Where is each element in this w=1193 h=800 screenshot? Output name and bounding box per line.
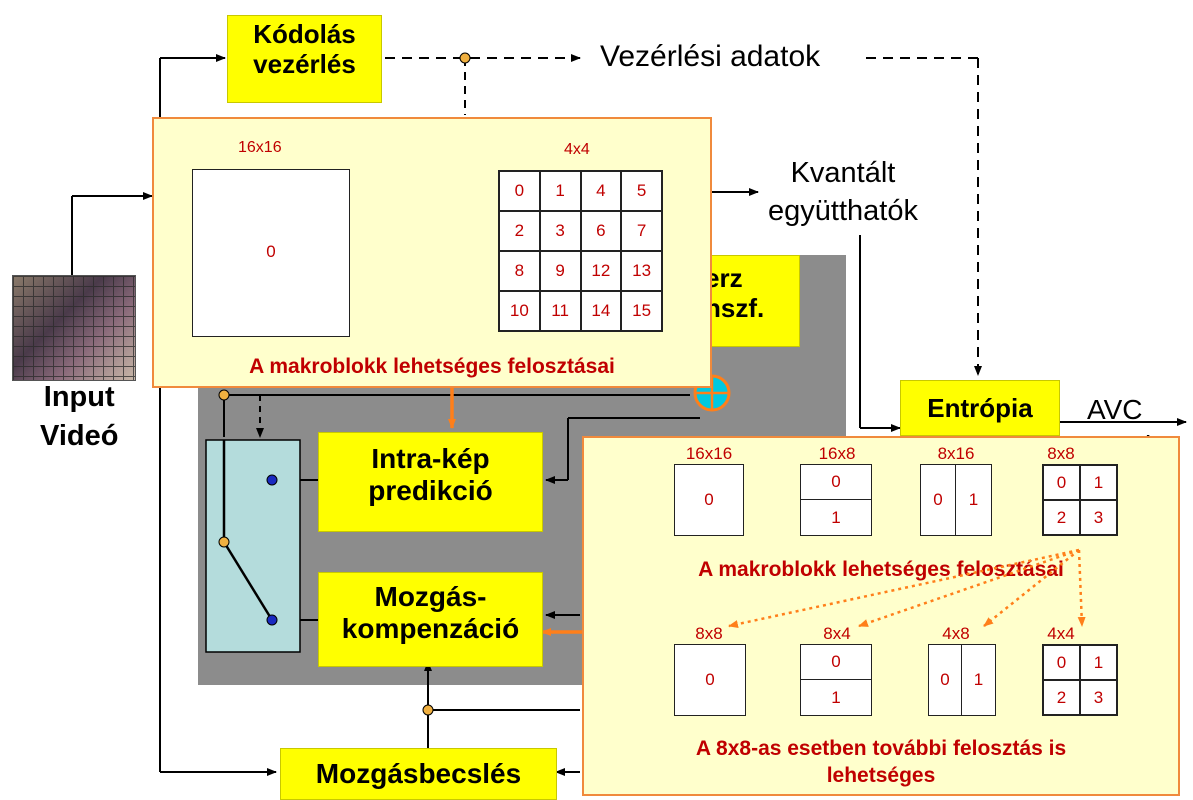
inter-r2-block-3: 0 1 <box>928 644 996 716</box>
intra-cell: 6 <box>580 211 622 251</box>
inter-r1-block-2: 0 1 <box>800 464 872 536</box>
intra-caption: A makroblokk lehetséges felosztásai <box>249 355 615 378</box>
inter-r1-title-2: 16x8 <box>818 444 856 463</box>
inter-cell: 0 <box>801 465 871 500</box>
intra-cell: 15 <box>621 291 662 331</box>
intra-cell: 5 <box>621 171 662 211</box>
inter-cell: 2 <box>1043 500 1080 535</box>
intra-cell: 0 <box>499 171 540 211</box>
inter-r1-block-1: 0 <box>674 464 744 536</box>
inter-r2-title-2: 8x4 <box>823 624 851 643</box>
transform-line2: nszf. <box>705 292 765 323</box>
input-video-label: Input Videó <box>40 378 118 456</box>
intra-cell: 9 <box>539 251 581 291</box>
inter-r2-block-2: 0 1 <box>800 644 872 716</box>
inter-cell: 0 <box>704 490 714 509</box>
intra-partition-panel: 16x16 0 4x4 0 1 4 5 2 3 6 7 8 9 12 13 10… <box>152 117 712 388</box>
intra-cell: 12 <box>580 251 622 291</box>
entropy-label: Entrópia <box>927 393 1033 423</box>
inter-cell: 1 <box>1080 465 1117 500</box>
inter-r2-title-4: 4x4 <box>1047 624 1075 643</box>
inter-r1-block-4: 0 1 2 3 <box>1042 464 1118 536</box>
intra-cell: 7 <box>621 211 662 251</box>
intra-small-grid: 0 1 4 5 2 3 6 7 8 9 12 13 10 11 14 15 <box>498 170 663 332</box>
quantized-line1: Kvantált <box>790 157 896 189</box>
inter-r1-title-3: 8x16 <box>937 444 975 463</box>
intra-cell: 3 <box>539 211 581 251</box>
intra-line1: Intra-kép <box>371 443 490 474</box>
inter-cell: 3 <box>1080 500 1117 535</box>
inter-cell: 0 <box>929 645 962 715</box>
inter-cell: 1 <box>801 500 871 535</box>
inter-cell: 0 <box>705 670 715 689</box>
inter-cell: 1 <box>1080 645 1117 680</box>
motion-estimation-block: Mozgásbecslés <box>280 748 557 800</box>
coding-control-line1: Kódolás <box>253 19 356 49</box>
inter-cell: 1 <box>801 680 871 715</box>
intra-large-block: 0 <box>192 169 350 337</box>
entropy-block: Entrópia <box>900 380 1060 436</box>
input-line2: Videó <box>40 420 119 453</box>
inter-caption-1: A makroblokk lehetséges felosztásai <box>698 558 1064 581</box>
intra-prediction-block: Intra-kép predikció <box>318 432 543 532</box>
transform-line1: erz <box>705 263 743 293</box>
inter-r2-title-1: 8x8 <box>695 624 723 643</box>
coding-control-line2: vezérlés <box>253 48 356 79</box>
intra-cell: 4 <box>580 171 622 211</box>
inter-r1-block-3: 0 1 <box>920 464 992 536</box>
selector-switch-box <box>205 439 301 653</box>
inter-cell: 1 <box>956 465 991 535</box>
inter-cell: 2 <box>1043 680 1080 715</box>
control-data-label: Vezérlési adatok <box>600 40 821 73</box>
intra-large-cell: 0 <box>266 242 276 261</box>
inter-cell: 1 <box>962 645 995 715</box>
intra-cell: 11 <box>539 291 581 331</box>
inter-r1-title-1: 16x16 <box>685 444 733 463</box>
motion-estimation-label: Mozgásbecslés <box>315 758 522 789</box>
inter-r2-block-1: 0 <box>674 644 746 716</box>
intra-cell: 10 <box>499 291 540 331</box>
inter-partition-panel: 16x16 16x8 8x16 8x8 0 0 1 0 1 0 1 2 3 A … <box>582 436 1180 796</box>
intra-cell: 1 <box>539 171 581 211</box>
inter-r1-title-4: 8x8 <box>1047 444 1075 463</box>
output-line1: AVC <box>1087 394 1143 425</box>
inter-cell: 0 <box>801 645 871 680</box>
inter-caption-2-line1: A 8x8-as esetben további felosztás is <box>695 737 1067 760</box>
intra-line2: predikció <box>368 475 493 507</box>
inter-cell: 3 <box>1080 680 1117 715</box>
intra-cell: 8 <box>499 251 540 291</box>
intra-small-title: 4x4 <box>564 141 590 158</box>
quantized-coeff-label: Kvantált együtthatók <box>768 155 918 230</box>
motion-compensation-block: Mozgás- kompenzáció <box>318 572 543 667</box>
sub-partition-arrows <box>728 548 1086 628</box>
quantized-line2: együtthatók <box>768 194 918 227</box>
intra-large-title: 16x16 <box>238 139 282 156</box>
motion-comp-line1: Mozgás- <box>374 581 487 612</box>
inter-caption-2: A 8x8-as esetben további felosztás is le… <box>584 735 1178 790</box>
inter-cell: 0 <box>1043 465 1080 500</box>
intra-cell: 13 <box>621 251 662 291</box>
coding-control-block: Kódolás vezérlés <box>227 15 382 103</box>
inter-r2-title-3: 4x8 <box>942 624 970 643</box>
inter-cell: 0 <box>921 465 956 535</box>
inter-caption-2-line2: lehetséges <box>826 764 936 788</box>
intra-cell: 2 <box>499 211 540 251</box>
intra-cell: 14 <box>580 291 622 331</box>
motion-comp-line2: kompenzáció <box>341 613 520 645</box>
input-line1: Input <box>43 381 115 413</box>
inter-cell: 0 <box>1043 645 1080 680</box>
input-video-thumbnail <box>12 275 136 381</box>
inter-r2-block-4: 0 1 2 3 <box>1042 644 1118 716</box>
